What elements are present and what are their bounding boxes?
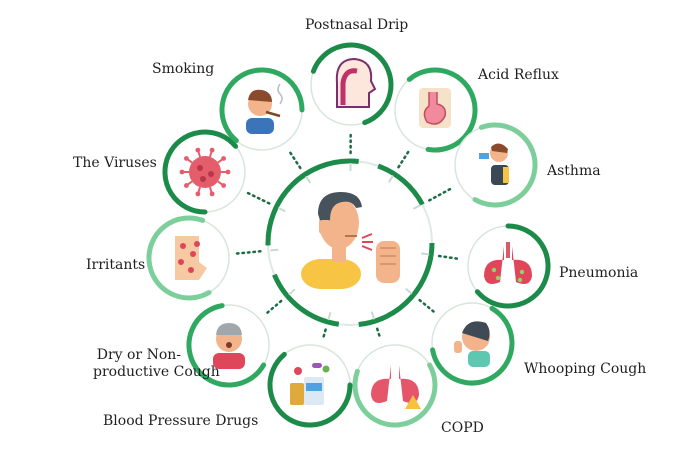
label-smoking: Smoking <box>152 61 215 77</box>
node-arc-pneumonia <box>474 223 551 309</box>
label-dry-cough-line1: Dry or Non- <box>96 347 181 363</box>
hub-notch-acid-reflux <box>387 175 394 183</box>
connector-irritants <box>235 250 262 255</box>
node-arc-postnasal-drip <box>310 42 394 126</box>
cause-node-blood-pressure-drugs <box>267 344 353 428</box>
connector-smoking <box>287 148 302 170</box>
child-coughing-icon <box>454 321 490 367</box>
inhaler-icon <box>479 143 509 185</box>
stomach-icon <box>419 88 451 128</box>
node-arc-irritants <box>146 215 212 301</box>
label-dry-cough-line2: productive Cough <box>93 364 220 380</box>
label-pneumonia: Pneumonia <box>559 265 639 281</box>
label-blood-pressure-drugs: Blood Pressure Drugs <box>103 413 259 429</box>
hub-notch-smoking <box>305 175 312 184</box>
cause-node-pneumonia <box>467 223 551 309</box>
smoking-man-icon <box>246 83 283 134</box>
medicine-icon <box>290 363 330 405</box>
cough-fist-icon <box>376 241 400 283</box>
cause-node-asthma <box>454 122 538 208</box>
cause-node-dry-cough <box>186 303 270 388</box>
lungs-warning-icon <box>371 365 421 409</box>
label-irritants: Irritants <box>86 257 146 273</box>
cause-nodes <box>146 42 551 428</box>
label-copd: COPD <box>441 420 484 436</box>
cause-node-smoking <box>219 67 305 151</box>
dry-cough-icon <box>213 323 245 369</box>
center-connector-notches <box>270 163 430 321</box>
node-arc-blood-pressure-drugs <box>267 351 353 428</box>
hub-notch-whooping-cough <box>405 287 413 295</box>
virus-icon <box>179 147 231 197</box>
connector-pneumonia <box>437 254 462 261</box>
node-arc-acid-reflux <box>406 67 478 153</box>
connector-viruses <box>246 191 271 205</box>
node-arc-asthma <box>472 122 538 208</box>
cause-node-acid-reflux <box>394 67 478 153</box>
label-acid-reflux: Acid Reflux <box>478 67 559 83</box>
connector-copd <box>375 327 382 341</box>
hub-notch-dry-cough <box>288 288 296 296</box>
connector-whooping-cough <box>418 298 437 314</box>
cause-node-copd <box>352 344 438 428</box>
lungs-icon <box>484 242 532 284</box>
label-whooping-cough: Whooping Cough <box>524 361 647 377</box>
cough-spray-icon <box>361 233 373 251</box>
node-arc-smoking <box>219 67 305 144</box>
coughing-person-icon <box>301 192 400 289</box>
head-throat-icon <box>335 57 377 108</box>
connector-acid-reflux <box>397 149 411 169</box>
cause-node-viruses <box>162 129 246 215</box>
node-arc-viruses <box>162 129 239 215</box>
hub-notch-viruses <box>277 206 286 213</box>
hub-notch-pneumonia <box>421 252 430 256</box>
node-arc-dry-cough <box>186 303 267 388</box>
cause-node-whooping-cough <box>430 302 515 386</box>
node-arc-whooping-cough <box>430 305 515 386</box>
node-arc-copd <box>352 362 438 428</box>
irritated-skin-icon <box>175 236 207 280</box>
hub-notch-blood-pressure-drugs <box>327 312 332 321</box>
connector-blood-pressure-drugs <box>321 328 327 341</box>
center-hub <box>265 158 435 328</box>
label-dry-cough: Dry or Non- productive Cough <box>93 347 220 381</box>
dotted-connectors <box>235 131 462 341</box>
label-viruses: The Viruses <box>73 155 157 171</box>
hub-notch-asthma <box>412 204 421 210</box>
cause-node-postnasal-drip <box>310 42 394 126</box>
hub-notch-copd <box>370 311 376 320</box>
label-asthma: Asthma <box>547 163 601 179</box>
connector-dry-cough <box>264 299 283 316</box>
cause-node-irritants <box>146 215 230 301</box>
label-postnasal-drip: Postnasal Drip <box>305 17 409 33</box>
hub-notch-irritants <box>270 248 279 252</box>
connector-asthma <box>428 186 454 202</box>
